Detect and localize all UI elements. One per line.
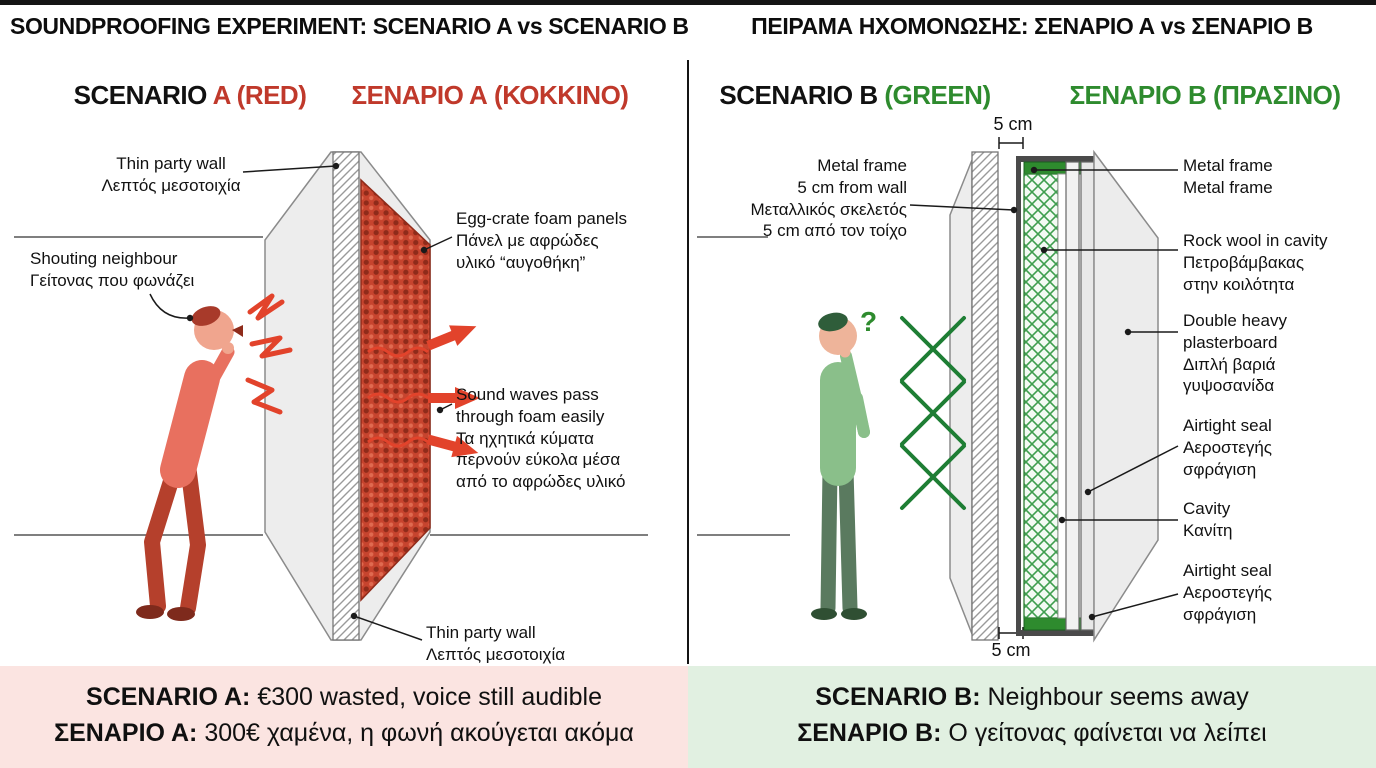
label-rock-wool: Rock wool in cavity Πετροβάμβακας στην κ… bbox=[1183, 231, 1328, 294]
label-metal-frame-right: Metal frame Metal frame bbox=[1183, 156, 1273, 197]
scenario-b-result-banner: SCENARIO B: Neighbour seems away ΣΕΝΑΡΙΟ… bbox=[688, 666, 1376, 768]
banner-a-line-en-rest: €300 wasted, voice still audible bbox=[250, 683, 602, 711]
scenario-a-heading-en: SCENARIO A (RED) bbox=[20, 80, 360, 111]
egg-crate-foam-panel bbox=[360, 178, 431, 602]
label-airtight-seal-bottom: Airtight seal Αεροστεγής σφράγιση bbox=[1183, 561, 1272, 624]
label-shouting-neighbour: Shouting neighbour Γείτονας που φωνάζει bbox=[30, 249, 195, 290]
green-blocked-sound-lines bbox=[900, 316, 966, 510]
leader-dots-b bbox=[1010, 166, 1132, 621]
page-title-english: SOUNDPROOFING EXPERIMENT: SCENARIO A vs … bbox=[10, 13, 689, 39]
panel-divider bbox=[687, 60, 689, 664]
scenario-a-heading-en-accent: A (RED) bbox=[212, 80, 307, 110]
metal-frame bbox=[1016, 156, 1021, 636]
label-cavity: Cavity Κανίτη bbox=[1183, 499, 1233, 540]
cavity-gap bbox=[1057, 173, 1067, 619]
leader-lines-a bbox=[149, 165, 453, 641]
soundproof-assembly bbox=[1016, 149, 1159, 643]
leader-lines-b bbox=[909, 169, 1179, 618]
label-airtight-seal-top: Airtight seal Αεροστεγής σφράγιση bbox=[1183, 416, 1272, 479]
dimension-5cm-bottom: 5 cm bbox=[991, 640, 1031, 660]
dimension-5cm-top: 5 cm bbox=[993, 114, 1033, 134]
room-lines-a bbox=[14, 236, 648, 536]
shouting-person bbox=[136, 306, 243, 621]
banner-b-line-en-rest: Neighbour seems away bbox=[980, 683, 1249, 711]
leader-dots-a bbox=[186, 162, 444, 620]
plasterboard-layer-1 bbox=[1065, 161, 1080, 631]
plasterboard-face bbox=[1093, 149, 1159, 643]
rock-wool-fill bbox=[1023, 173, 1059, 619]
page-title-greek: ΠΕΙΡΑΜΑ ΗΧΟΜΟΝΩΣΗΣ: ΣΕΝΑΡΙΟ Α vs ΣΕΝΑΡΙΟ… bbox=[751, 13, 1313, 39]
scenario-b-heading-en: SCENARIO B (GREEN) bbox=[695, 80, 1015, 111]
banner-b-line-gr: ΣΕΝΑΡΙΟ Β: Ο γείτονας φαίνεται να λείπει bbox=[688, 715, 1376, 751]
scenario-a-heading-gr: ΣΕΝΑΡΙΟ Α (ΚΟΚΚΙΝΟ) bbox=[351, 80, 629, 110]
top-edge-bar bbox=[0, 0, 1376, 5]
label-thin-party-wall-top: Thin party wall Λεπτός μεσοτοιχία bbox=[101, 154, 241, 195]
room-lines-b bbox=[697, 236, 790, 536]
existing-wall-b bbox=[949, 151, 999, 641]
label-thin-party-wall-bottom: Thin party wall Λεπτός μεσοτοιχία bbox=[426, 623, 566, 664]
scenario-b-heading-en-accent: (GREEN) bbox=[884, 80, 991, 110]
banner-b-line-en-bold: SCENARIO B: bbox=[815, 683, 981, 711]
label-egg-crate-foam: Egg-crate foam panels Πάνελ με αφρώδες υ… bbox=[456, 209, 628, 272]
banner-b-line-gr-bold: ΣΕΝΑΡΙΟ Β: bbox=[797, 719, 942, 748]
sound-wave-arrows bbox=[367, 325, 480, 458]
question-mark: ? bbox=[860, 306, 878, 337]
label-double-plasterboard: Double heavy plasterboard Διπλή βαριά γυ… bbox=[1183, 311, 1287, 396]
banner-a-line-gr-bold: ΣΕΝΑΡΙΟ Α: bbox=[54, 719, 198, 748]
label-sound-waves: Sound waves pass through foam easily Τα … bbox=[456, 385, 626, 491]
scenario-b-heading-en-prefix: SCENARIO B bbox=[719, 80, 885, 110]
banner-a-line-gr-rest: 300€ χαμένα, η φωνή ακούγεται ακόμα bbox=[197, 719, 634, 748]
banner-a-line-en: SCENARIO A: €300 wasted, voice still aud… bbox=[0, 679, 688, 715]
banner-b-line-en: SCENARIO B: Neighbour seems away bbox=[688, 679, 1376, 715]
label-metal-frame-left: Metal frame 5 cm from wall Μεταλλικός σκ… bbox=[750, 156, 908, 241]
scenario-a-result-banner: SCENARIO A: €300 wasted, voice still aud… bbox=[0, 666, 688, 768]
banner-a-line-gr: ΣΕΝΑΡΙΟ Α: 300€ χαμένα, η φωνή ακούγεται… bbox=[0, 715, 688, 751]
thinking-person bbox=[811, 312, 870, 620]
plasterboard-layer-2 bbox=[1080, 161, 1095, 631]
banner-a-line-en-bold: SCENARIO A: bbox=[86, 683, 251, 711]
scenario-a-heading-en-prefix: SCENARIO bbox=[73, 80, 213, 110]
red-sound-zigzags bbox=[245, 293, 293, 415]
banner-b-line-gr-rest: Ο γείτονας φαίνεται να λείπει bbox=[941, 719, 1267, 748]
scenario-b-heading-gr: ΣΕΝΑΡΙΟ Β (ΠΡΑΣΙΝΟ) bbox=[1069, 80, 1341, 110]
